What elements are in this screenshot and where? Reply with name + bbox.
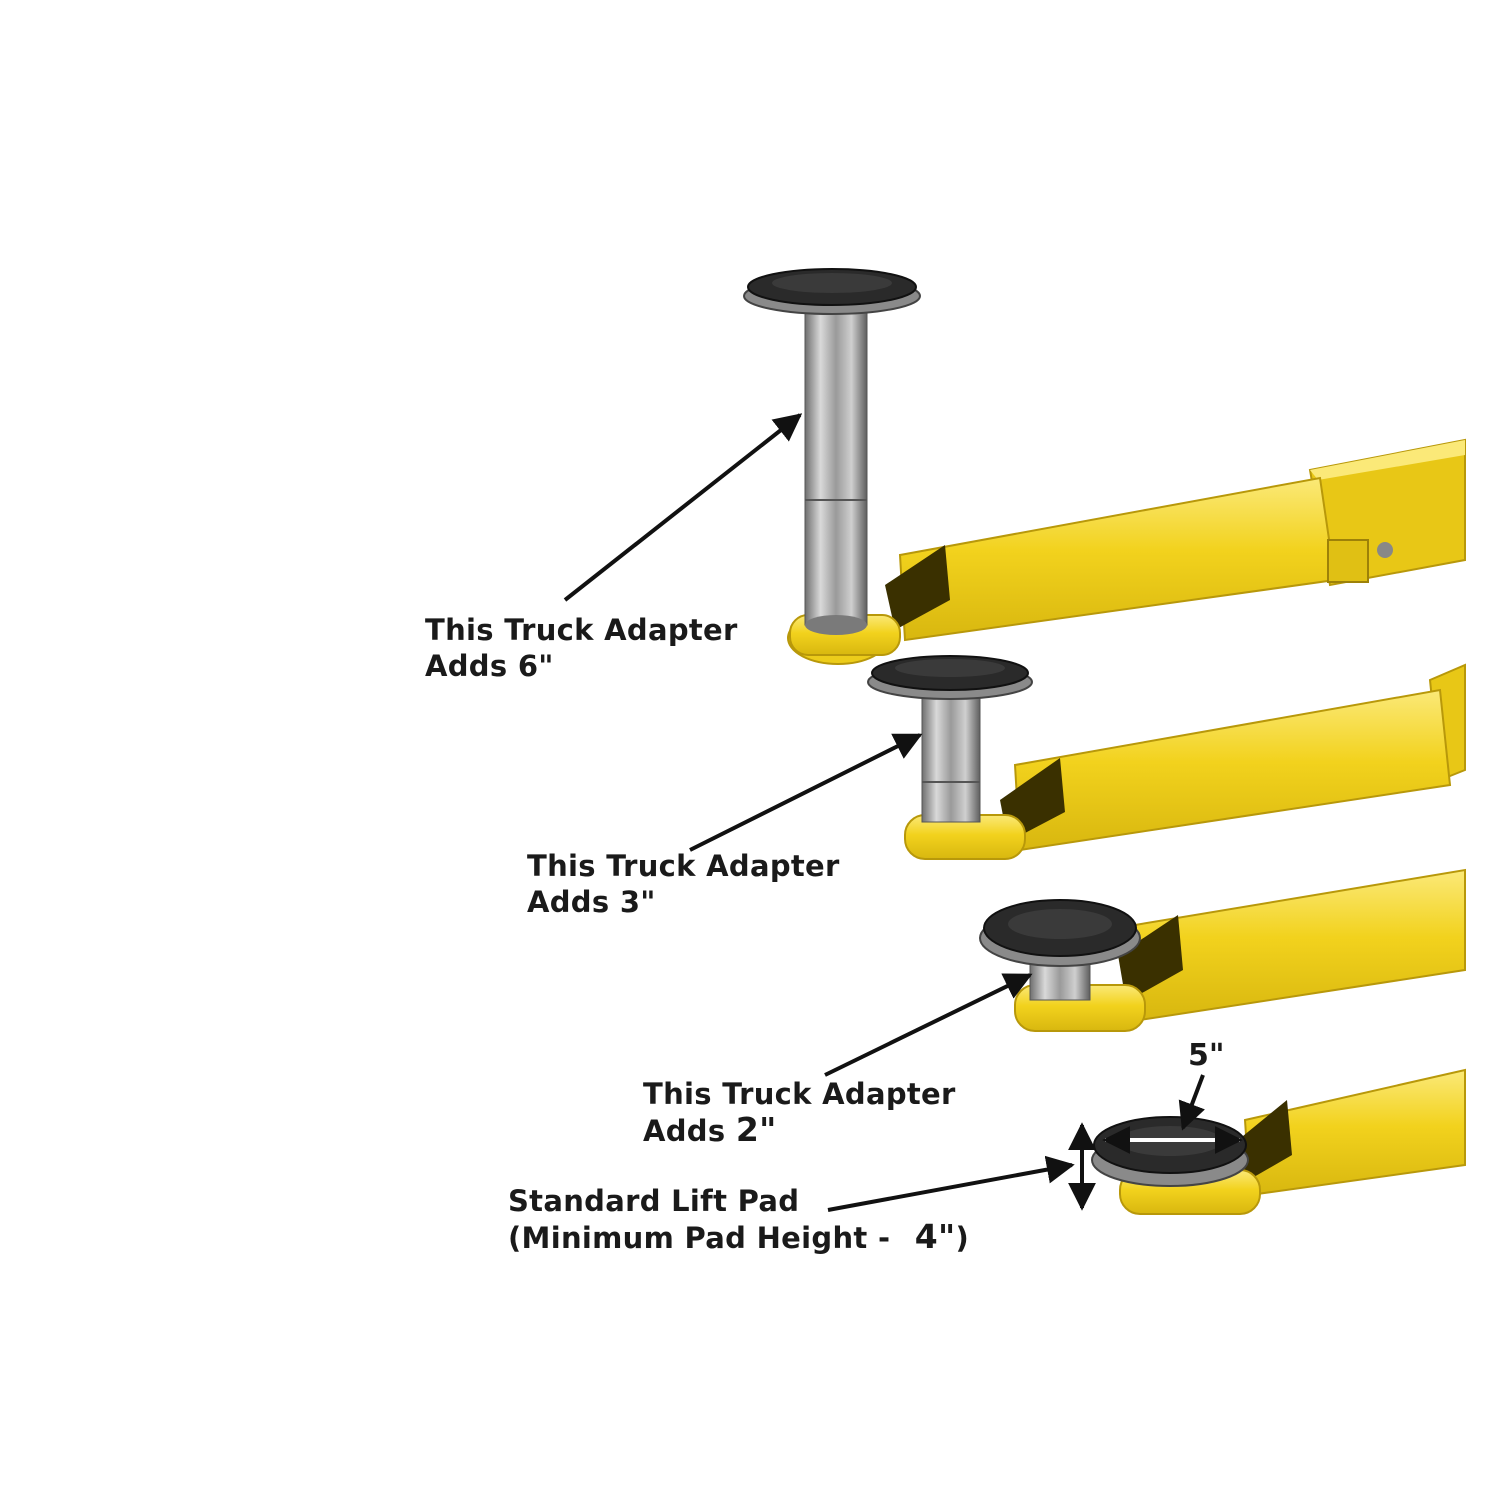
pad-diameter-pointer — [1178, 1074, 1205, 1131]
label-adapter-2-line2: Adds 2" — [643, 1110, 777, 1149]
label-pad-diameter: 5" — [1188, 1038, 1225, 1073]
callout-arrow-2 — [824, 973, 1033, 1077]
truck-adapter-2 — [979, 899, 1141, 1001]
callout-arrow-3 — [689, 733, 923, 852]
label-adapter-6-line1: This Truck Adapter — [425, 613, 738, 647]
label-adapter-2-line1: This Truck Adapter — [643, 1077, 956, 1111]
label-adapter-3-line2: Adds 3" — [527, 885, 656, 919]
truck-adapter-6 — [743, 268, 921, 635]
label-adapter-6: This Truck Adapter Adds 6" — [425, 612, 738, 684]
lift-arm-1 — [787, 438, 1466, 665]
callout-arrow-standard — [827, 1155, 1075, 1212]
truck-adapter-3 — [867, 655, 1033, 823]
label-standard-pad-line2: (Minimum Pad Height - 4") — [508, 1217, 970, 1256]
label-adapter-2: This Truck Adapter Adds 2" — [643, 1076, 956, 1149]
label-standard-pad-line1: Standard Lift Pad — [508, 1184, 800, 1218]
label-adapter-3-line1: This Truck Adapter — [527, 849, 840, 883]
callout-arrow-6 — [563, 413, 803, 602]
label-adapter-6-line2: Adds 6" — [425, 649, 554, 683]
label-standard-pad: Standard Lift Pad (Minimum Pad Height - … — [508, 1183, 969, 1256]
standard-lift-pad — [1091, 1116, 1249, 1187]
label-adapter-3: This Truck Adapter Adds 3" — [527, 848, 840, 920]
lift-arm-2 — [904, 663, 1466, 860]
